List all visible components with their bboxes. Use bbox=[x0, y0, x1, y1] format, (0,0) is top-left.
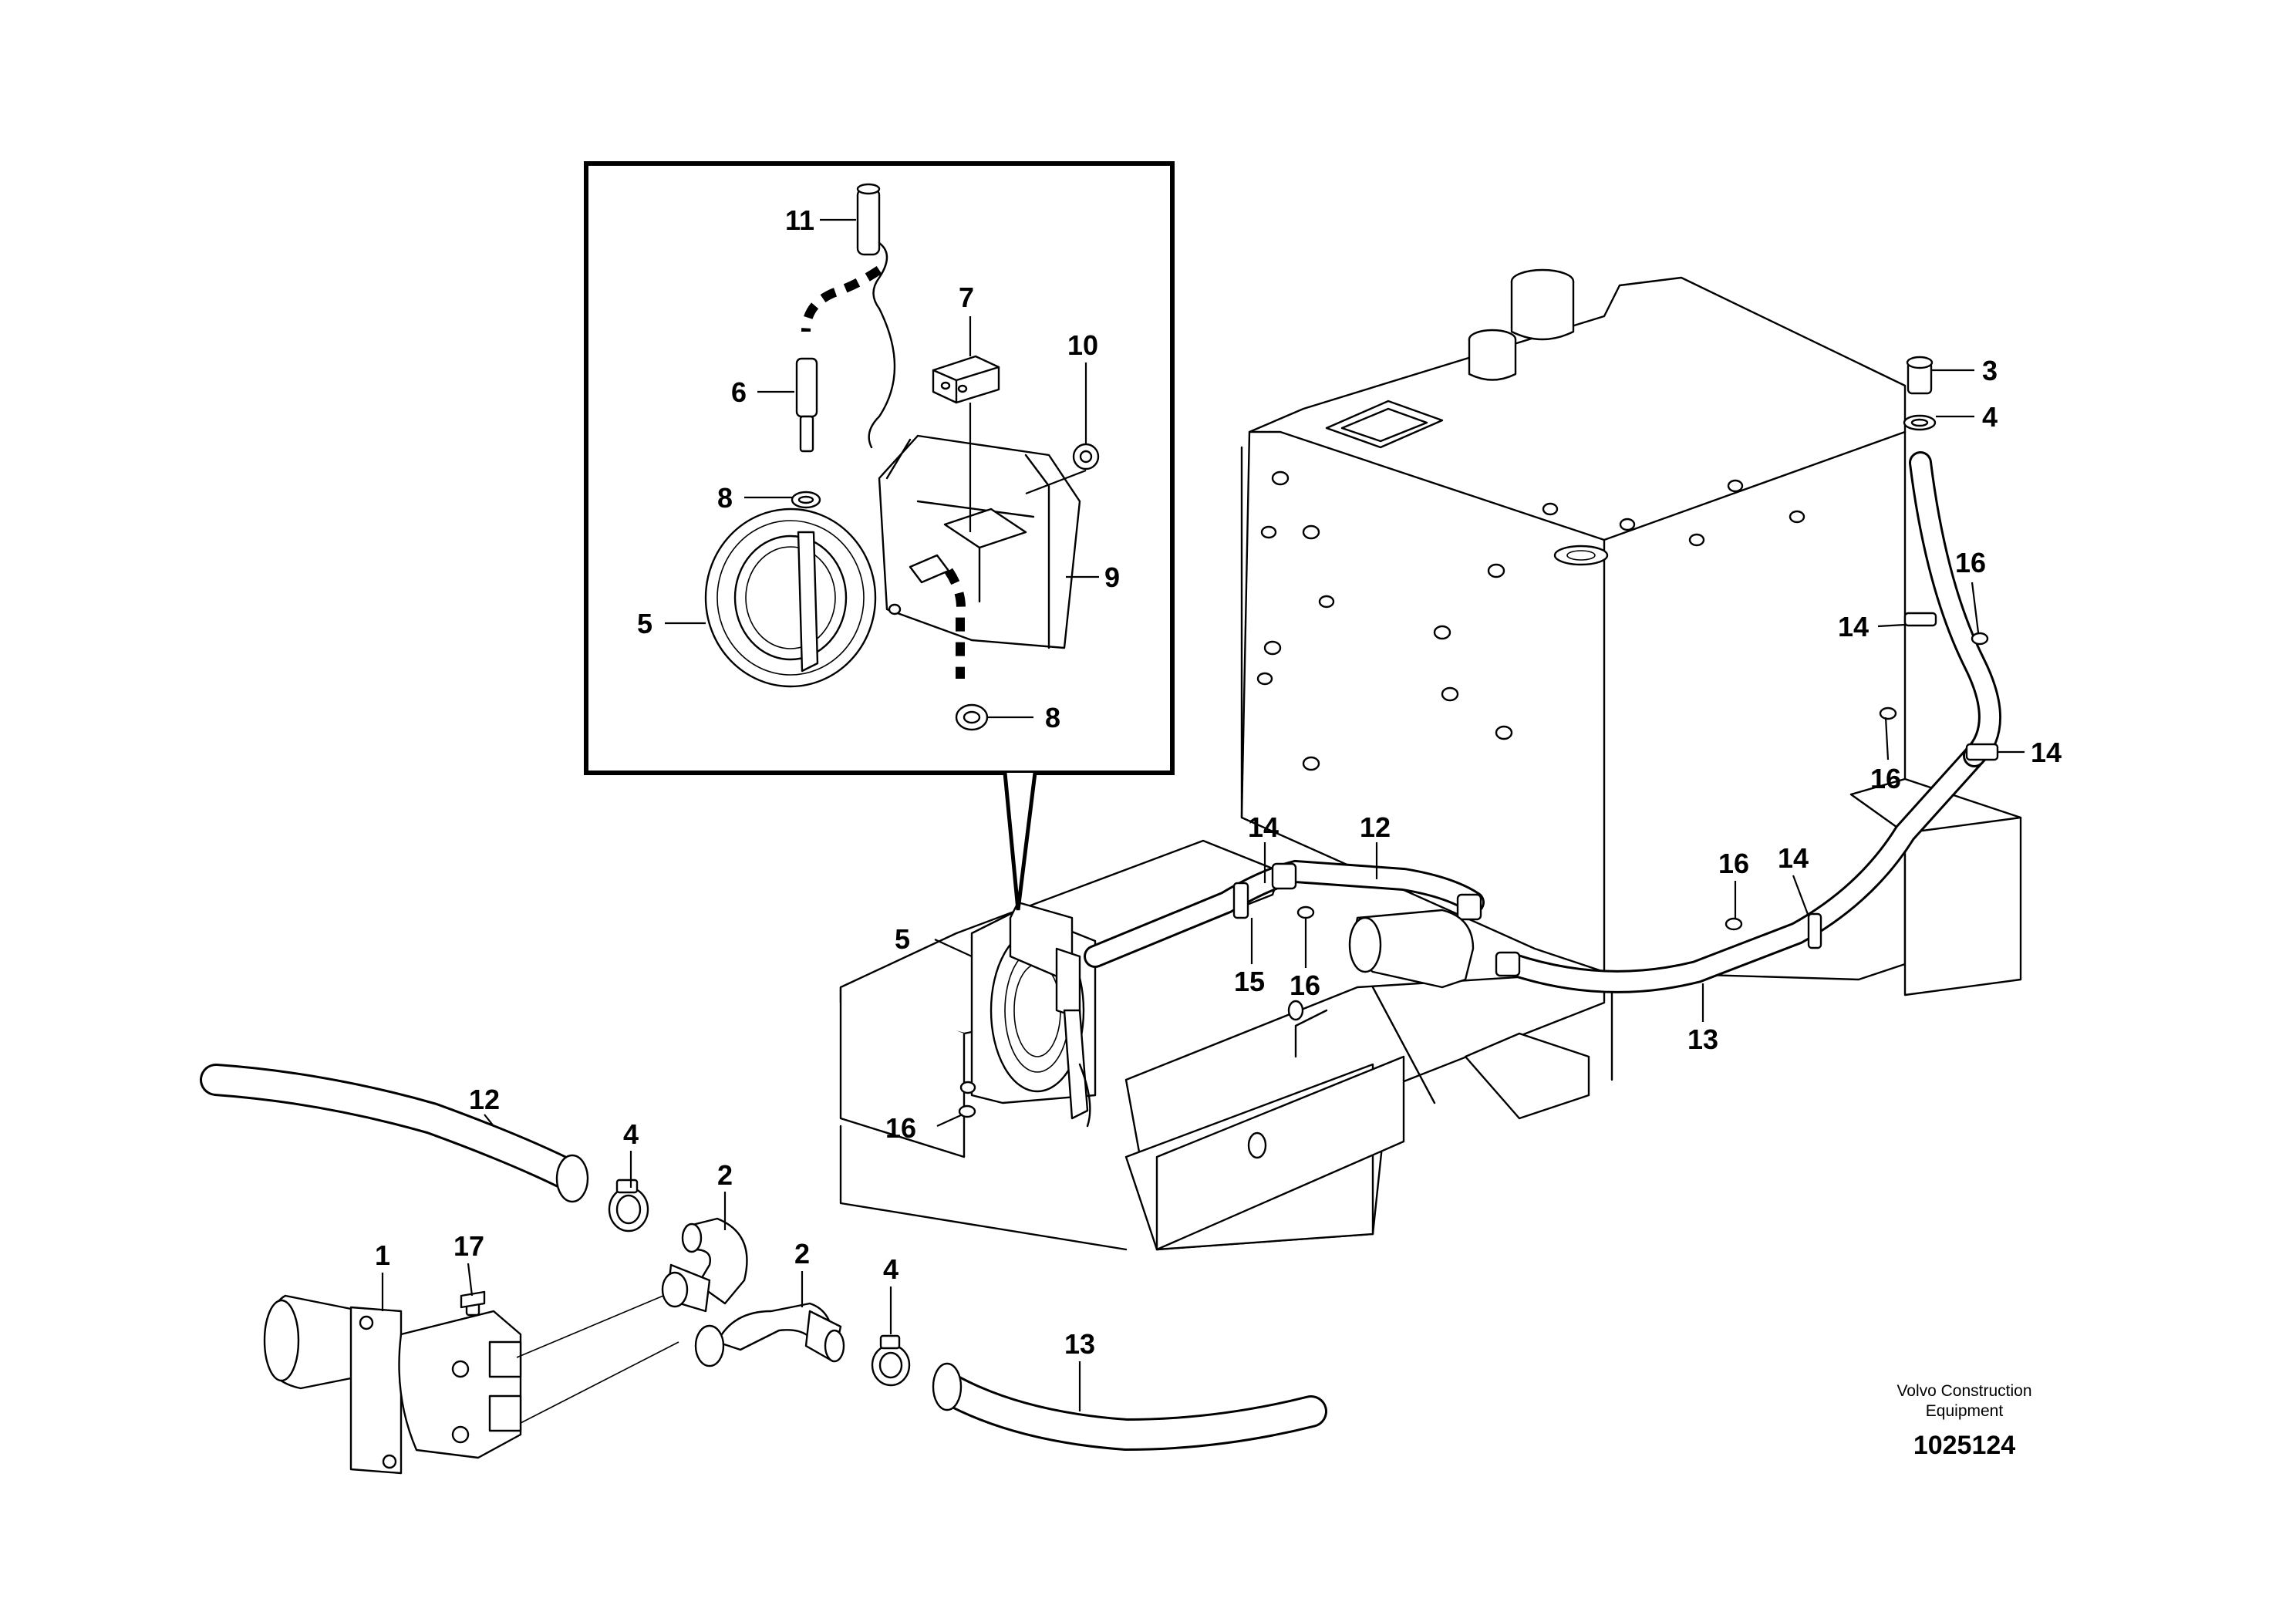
callout-4-tank: 4 bbox=[1982, 401, 1998, 433]
callout-14-upper: 14 bbox=[1838, 611, 1869, 642]
callout-17: 17 bbox=[453, 1230, 484, 1262]
callout-4-exploded-lower: 4 bbox=[883, 1253, 899, 1285]
callout-14-center: 14 bbox=[1248, 811, 1279, 843]
callout-16-center: 16 bbox=[1718, 848, 1749, 879]
credit-block: Volvo Construction Equipment 1025124 bbox=[1896, 1382, 2031, 1460]
machine-frame bbox=[839, 777, 2022, 1251]
callout-15: 15 bbox=[1234, 966, 1265, 997]
callout-7: 7 bbox=[959, 282, 974, 313]
callout-14-lower-right: 14 bbox=[1778, 842, 1809, 874]
callout-12-exploded: 12 bbox=[469, 1084, 500, 1115]
callout-13-main: 13 bbox=[1687, 1023, 1718, 1055]
callout-2-upper: 2 bbox=[717, 1159, 733, 1191]
callout-16-pump: 16 bbox=[1290, 969, 1320, 1001]
document-number: 1025124 bbox=[1913, 1431, 2015, 1460]
callout-6: 6 bbox=[731, 376, 747, 408]
leader-lines bbox=[381, 218, 2025, 1411]
callout-9: 9 bbox=[1104, 561, 1120, 593]
callout-5-inset: 5 bbox=[637, 608, 652, 639]
hydraulic-tank bbox=[1240, 268, 1907, 981]
callout-12-main: 12 bbox=[1360, 811, 1391, 843]
hose-runs bbox=[958, 356, 2001, 1118]
hose-reel-assembly bbox=[959, 901, 1097, 1128]
callout-3: 3 bbox=[1982, 355, 1998, 386]
exploded-parts bbox=[200, 1064, 1327, 1475]
credit-line-1: Volvo Construction bbox=[1896, 1382, 2031, 1400]
callout-8-lower: 8 bbox=[1045, 702, 1060, 733]
callout-16-bracket: 16 bbox=[885, 1112, 916, 1144]
callout-16-upper-right: 16 bbox=[1955, 547, 1986, 578]
callout-16-right: 16 bbox=[1870, 763, 1901, 794]
credit-line-2: Equipment bbox=[1926, 1402, 2004, 1420]
detail-inset bbox=[584, 161, 1175, 911]
callouts: 11 7 6 10 8 9 5 8 3 4 16 14 14 16 14 12 … bbox=[375, 204, 2062, 1360]
callout-1: 1 bbox=[375, 1239, 390, 1271]
callout-4-exploded-upper: 4 bbox=[623, 1118, 639, 1150]
callout-14-right: 14 bbox=[2031, 737, 2062, 768]
callout-13-exploded: 13 bbox=[1064, 1328, 1095, 1360]
callout-2-lower: 2 bbox=[794, 1238, 810, 1270]
callout-8-upper: 8 bbox=[717, 482, 733, 514]
callout-11: 11 bbox=[785, 204, 814, 236]
callout-10: 10 bbox=[1067, 329, 1098, 361]
callout-5-main: 5 bbox=[895, 923, 910, 955]
